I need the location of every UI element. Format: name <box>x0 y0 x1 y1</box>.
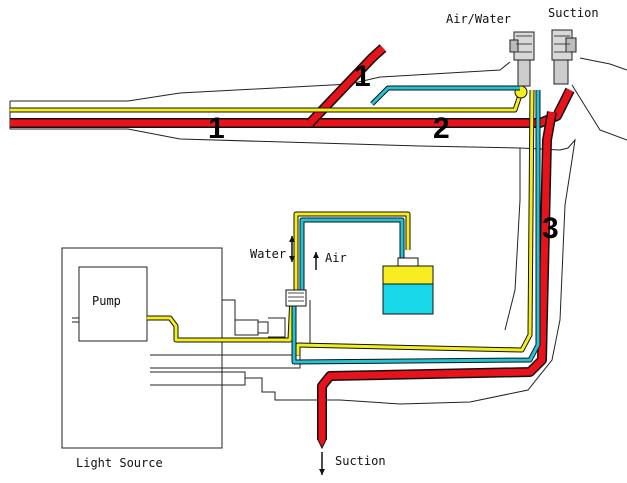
water-flow-arrow <box>289 236 295 262</box>
channel-number-1-upper: 1 <box>354 60 371 93</box>
light-source-box <box>61 247 236 449</box>
channel-number-2: 2 <box>433 112 450 145</box>
air-label: Air <box>325 251 347 265</box>
light-source-label: Light Source <box>76 456 163 470</box>
air-water-connector <box>285 289 307 307</box>
air-water-valve-icon <box>509 31 535 87</box>
air-water-label: Air/Water <box>446 12 511 26</box>
suction-channel <box>10 44 575 450</box>
suction-top-label: Suction <box>548 6 599 20</box>
channel-number-1-lower: 1 <box>208 112 225 145</box>
suction-flow-arrow <box>319 452 325 475</box>
water-channel <box>10 85 535 355</box>
air-flow-arrow <box>313 252 319 270</box>
air-channel <box>291 85 541 365</box>
suction-bottom-label: Suction <box>335 454 386 468</box>
channel-number-3: 3 <box>542 212 559 245</box>
pump-label: Pump <box>92 294 121 308</box>
pump-box <box>72 266 148 342</box>
water-tank <box>382 257 434 315</box>
water-label: Water <box>250 247 286 261</box>
suction-valve-icon <box>551 29 577 85</box>
